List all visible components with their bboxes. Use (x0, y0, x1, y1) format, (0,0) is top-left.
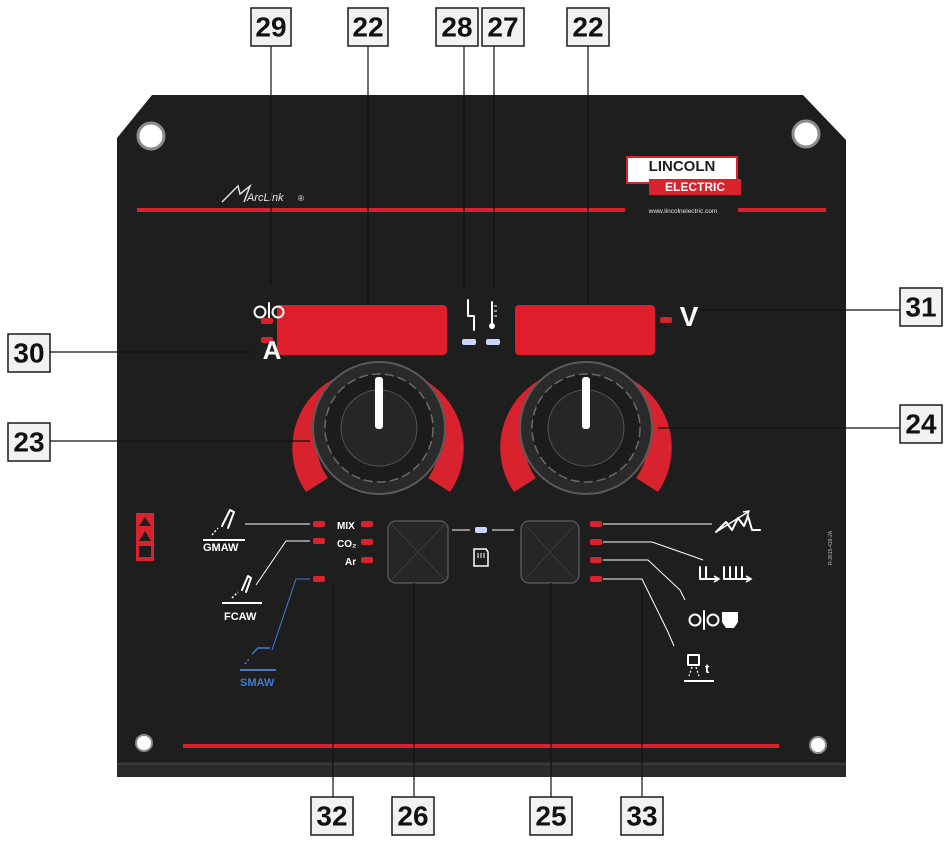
thermal-icon (489, 301, 497, 329)
callout-30: 30 (7, 333, 51, 373)
bottom-stripe (183, 744, 779, 748)
arc-fault-icon (467, 299, 475, 331)
svg-text:28: 28 (441, 12, 472, 43)
svg-text:LINCOLN: LINCOLN (649, 158, 716, 175)
trigger-mode-led (590, 539, 602, 545)
gas-co2-label: CO₂ (337, 539, 356, 550)
svg-text:33: 33 (626, 801, 657, 832)
svg-text:32: 32 (316, 801, 347, 832)
part-code: R-3615-419-2A (828, 530, 834, 565)
callout-33: 33 (620, 796, 664, 836)
wire-inch-icon (688, 610, 738, 630)
callout-24: 24 (899, 404, 943, 444)
gmaw-led (313, 521, 325, 527)
svg-text:24: 24 (905, 409, 937, 440)
svg-text:ArcLink: ArcLink (246, 192, 284, 204)
mounting-hole-top-left (136, 121, 166, 151)
gmaw-process-icon: GMAW (203, 509, 245, 554)
volts-unit-label: V (680, 301, 699, 332)
mounting-hole-bottom-right (809, 736, 827, 754)
svg-text:t: t (705, 661, 710, 676)
svg-text:26: 26 (397, 801, 428, 832)
callout-23: 23 (7, 422, 51, 462)
svg-text:®: ® (298, 194, 304, 203)
svg-text:ELECTRIC: ELECTRIC (665, 180, 725, 194)
mounting-hole-top-right (791, 119, 821, 149)
svg-text:31: 31 (905, 292, 936, 323)
svg-text:22: 22 (352, 12, 383, 43)
gas-co2-led (361, 539, 373, 545)
callout-29: 29 (250, 7, 292, 47)
smaw-process-icon: SMAW (240, 647, 276, 689)
arc-force-icon (715, 510, 761, 533)
svg-text:27: 27 (487, 12, 518, 43)
callout-22-right: 22 (566, 7, 610, 47)
left-select-button[interactable] (387, 520, 449, 584)
arclink-logo: ArcLink ® (221, 183, 304, 204)
svg-text:29: 29 (255, 12, 286, 43)
callout-26: 26 (391, 796, 435, 836)
svg-text:23: 23 (13, 427, 44, 458)
volts-led (660, 317, 672, 323)
top-stripe-right (738, 208, 826, 212)
svg-text:25: 25 (535, 801, 566, 832)
callout-28: 28 (435, 7, 479, 47)
gas-mix-led (361, 521, 373, 527)
left-control-knob[interactable] (292, 361, 464, 495)
fcaw-led (313, 538, 325, 544)
amps-led (261, 337, 273, 343)
right-knob-pointer (582, 377, 590, 429)
callout-25: 25 (529, 796, 573, 836)
amperage-display (277, 305, 447, 355)
arc-fault-led (462, 339, 476, 345)
right-control-knob[interactable] (500, 361, 672, 495)
gas-mix-label: MIX (337, 521, 355, 532)
arc-control-led (590, 521, 602, 527)
memory-card-icon (473, 548, 489, 567)
amps-unit-label: A (263, 335, 282, 365)
wire-inch-led (590, 557, 602, 563)
wire-feed-speed-led (261, 318, 273, 324)
mounting-hole-bottom-left (135, 734, 153, 752)
spot-timer-led (590, 576, 602, 582)
svg-text:www.lincolnelectric.com: www.lincolnelectric.com (648, 208, 718, 215)
svg-text:GMAW: GMAW (203, 542, 239, 554)
gas-ar-label: Ar (345, 557, 356, 568)
gas-ar-led (361, 557, 373, 563)
lincoln-electric-logo: LINCOLN ELECTRIC www.lincolnelectric.com (626, 156, 741, 215)
svg-text:FCAW: FCAW (224, 611, 257, 623)
voltage-display (515, 305, 655, 355)
callout-27: 27 (481, 7, 525, 47)
fcaw-process-icon: FCAW (222, 575, 262, 623)
smaw-led (313, 576, 325, 582)
timer-icon: t (684, 654, 714, 682)
trigger-mode-icon (699, 566, 753, 583)
callout-22-left: 22 (347, 7, 389, 47)
callout-31: 31 (899, 287, 943, 327)
memory-led (475, 527, 487, 533)
svg-text:SMAW: SMAW (240, 677, 275, 689)
callout-leaders (48, 46, 900, 797)
left-knob-pointer (375, 377, 383, 429)
callout-32: 32 (310, 796, 354, 836)
warning-symbols (136, 513, 154, 561)
right-select-button[interactable] (520, 520, 580, 584)
svg-text:30: 30 (13, 338, 44, 369)
front-panel (117, 95, 846, 777)
thermal-led (486, 339, 500, 345)
svg-text:22: 22 (572, 12, 603, 43)
top-stripe-left (137, 208, 625, 212)
